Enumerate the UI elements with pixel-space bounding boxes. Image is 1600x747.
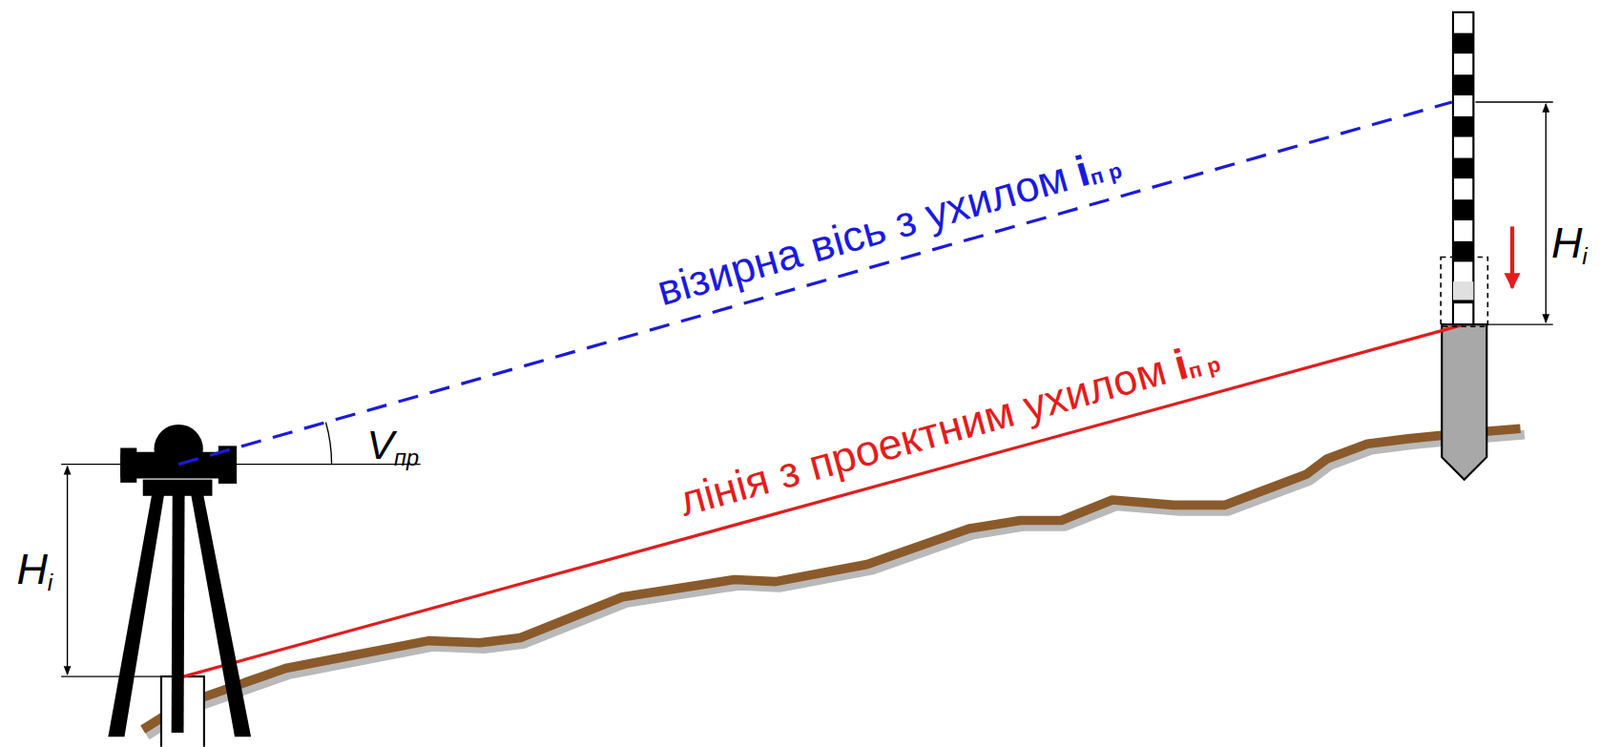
rod-segment xyxy=(1453,199,1474,221)
rod-segment xyxy=(1453,241,1474,263)
rod-segment xyxy=(1453,262,1474,284)
label-text: п р xyxy=(1185,352,1224,384)
rod-segment xyxy=(1453,303,1474,325)
label-text: пр xyxy=(394,445,419,472)
design-line-label: лінія з проектним ухиломiп р xyxy=(674,333,1224,523)
label-text: H xyxy=(16,544,47,593)
label-text: V xyxy=(366,421,395,467)
rod-segment xyxy=(1453,178,1474,200)
label-text: лінія з проектним ухилом xyxy=(673,345,1171,525)
instrument-height-label: Hi xyxy=(16,547,53,595)
angle-arc xyxy=(325,422,332,465)
rod-segment xyxy=(1453,53,1474,75)
rod-segment xyxy=(1453,116,1474,138)
rod-segment xyxy=(1453,137,1474,159)
dimension-line xyxy=(1545,103,1547,323)
rod-shift-fill xyxy=(1453,281,1474,300)
rod-segment xyxy=(1453,95,1474,117)
stake xyxy=(1441,324,1487,480)
rod-reading-label: Hi xyxy=(1551,221,1588,269)
label-text: п р xyxy=(1087,158,1125,190)
rod-segment xyxy=(1453,220,1474,242)
design-slope-line xyxy=(184,324,1465,677)
rod-shift-box xyxy=(1440,257,1488,328)
label-text: i xyxy=(47,569,53,597)
dimension-extension xyxy=(1487,323,1553,325)
rod-segment xyxy=(1453,12,1474,34)
rod-segment xyxy=(1453,158,1474,180)
label-text: i xyxy=(1581,242,1587,270)
dimension-extension xyxy=(1475,101,1553,103)
rod-outline xyxy=(1453,12,1474,325)
rod-segment xyxy=(1453,33,1474,55)
rod-segment xyxy=(1453,74,1474,96)
shift-arrow xyxy=(1510,226,1515,288)
angle-label: Vпр xyxy=(366,424,419,471)
levelling-rod xyxy=(1453,12,1474,325)
label-text: візирна вісь з ухилом xyxy=(651,152,1073,315)
sight-axis xyxy=(178,102,1453,465)
sight-axis-label: візирна вісь з ухиломiп р xyxy=(652,140,1125,313)
level-instrument xyxy=(107,424,251,737)
label-text: H xyxy=(1551,218,1582,267)
dimension-line xyxy=(66,466,68,675)
